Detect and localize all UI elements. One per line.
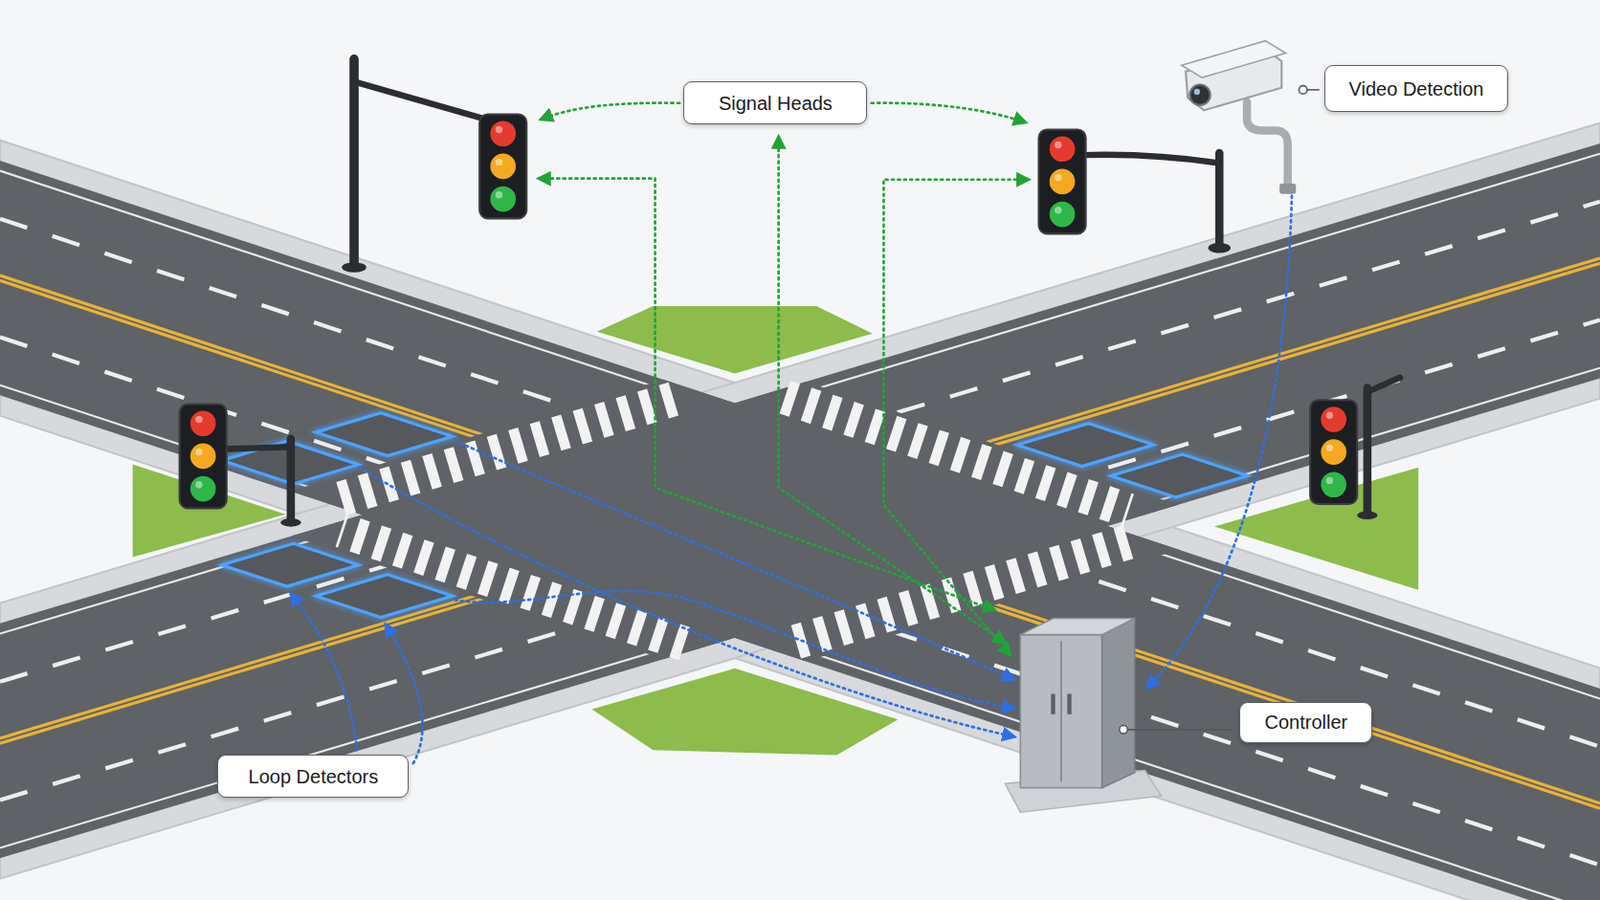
signal-pole (1363, 387, 1373, 515)
label-text: Video Detection (1349, 77, 1485, 101)
leader-line (871, 103, 1026, 123)
controller-cabinet (1020, 619, 1134, 636)
leader-dot (1298, 86, 1308, 95)
detector-wire (455, 441, 1015, 681)
grass-island (591, 668, 898, 756)
center-line (0, 275, 1600, 804)
signal-head (179, 403, 227, 509)
edge-line (0, 171, 1600, 700)
mast-arm (1081, 155, 1220, 164)
callout-box: Loop Detectors (217, 755, 409, 799)
leader-line (1307, 88, 1320, 91)
camera-lens (1189, 85, 1210, 106)
cabinet-handle (1050, 693, 1055, 714)
leader-line (290, 594, 357, 751)
leader-line (1126, 729, 1234, 732)
center-line (0, 280, 1600, 809)
center-line (0, 263, 1600, 744)
callout-box: Signal Heads (683, 81, 867, 125)
mast-arm (1367, 377, 1400, 393)
lane-line (0, 219, 1600, 748)
signal-pole (1215, 153, 1224, 248)
callout-box: Controller (1239, 702, 1373, 744)
leader-line (385, 624, 423, 764)
sidewalk (0, 140, 1600, 900)
camera-wire (1147, 196, 1292, 689)
label-text: Signal Heads (718, 91, 833, 115)
center-line (0, 258, 1600, 739)
cabinet-door (1060, 641, 1063, 782)
mast-arm (226, 446, 291, 449)
controller-cabinet (1020, 635, 1102, 789)
leader-line (540, 103, 680, 120)
controller-cabinet (1102, 619, 1135, 789)
cabinet-handle (1066, 693, 1071, 714)
label-text: Loop Detectors (248, 765, 379, 789)
loop-detector (1111, 454, 1247, 498)
mast-arm (354, 81, 490, 121)
lane-line (0, 320, 1600, 801)
signal-wire (883, 179, 1028, 656)
callout-box: Video Detection (1324, 65, 1509, 112)
signal-wire (778, 136, 1006, 644)
signal-head (1039, 129, 1087, 234)
label-text: Controller (1265, 711, 1349, 734)
signal-head (479, 113, 527, 219)
camera-mount (1279, 183, 1296, 195)
loop-detector (315, 413, 452, 457)
intersection-pavement (219, 357, 1250, 683)
detector-wire (358, 467, 1015, 738)
signal-head (1310, 400, 1357, 505)
loop-detector (315, 575, 452, 619)
grass-island (597, 306, 873, 374)
camera-mount (1246, 102, 1289, 191)
signal-pole (287, 439, 296, 523)
camera-lens (1194, 88, 1200, 95)
camera-sunshield (1181, 41, 1287, 78)
lane-line (0, 337, 1600, 867)
signal-pole (349, 59, 359, 268)
loop-detector (222, 543, 358, 587)
leader-dot (1119, 726, 1129, 735)
road (0, 143, 1600, 859)
signal-wire (538, 178, 996, 611)
loop-detector (1017, 423, 1154, 467)
